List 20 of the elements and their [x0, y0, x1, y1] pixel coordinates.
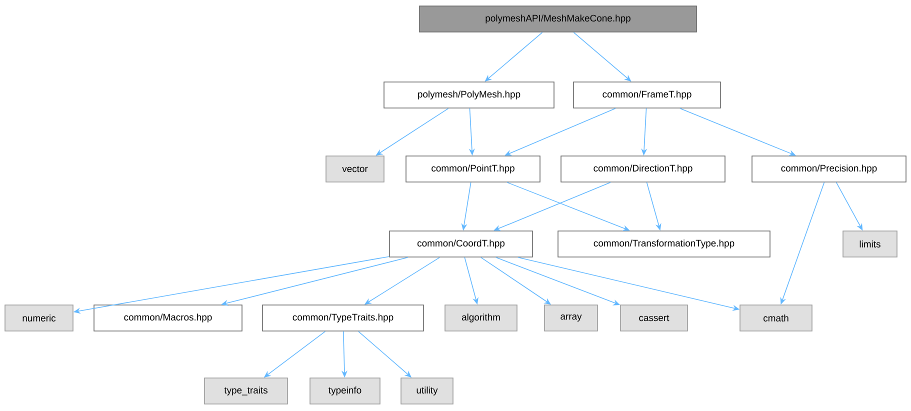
header-box: common/TypeTraits.hpp — [262, 304, 424, 332]
header-box: common/CoordT.hpp — [389, 230, 533, 258]
header-box: common/Macros.hpp — [94, 304, 242, 332]
system-header-box: array — [544, 304, 598, 332]
header-box: common/FrameT.hpp — [573, 82, 721, 108]
system-header-box: vector — [326, 156, 384, 182]
header-box: common/PointT.hpp — [406, 156, 540, 182]
file-box: polymeshAPI/MeshMakeCone.hpp — [419, 6, 697, 32]
system-header-box: utility — [400, 378, 454, 404]
header-box: common/Precision.hpp — [752, 156, 906, 182]
header-box: polymesh/PolyMesh.hpp — [384, 82, 554, 108]
header-box: common/DirectionT.hpp — [560, 156, 726, 182]
system-header-box: algorithm — [444, 304, 518, 332]
header-box: common/TransformationType.hpp — [558, 230, 770, 258]
system-header-box: numeric — [4, 304, 74, 332]
system-header-box: cmath — [740, 304, 812, 332]
system-header-box: cassert — [620, 304, 688, 332]
system-header-box: typeinfo — [310, 378, 380, 404]
system-header-box: type_traits — [204, 378, 288, 404]
system-header-box: limits — [842, 230, 898, 258]
